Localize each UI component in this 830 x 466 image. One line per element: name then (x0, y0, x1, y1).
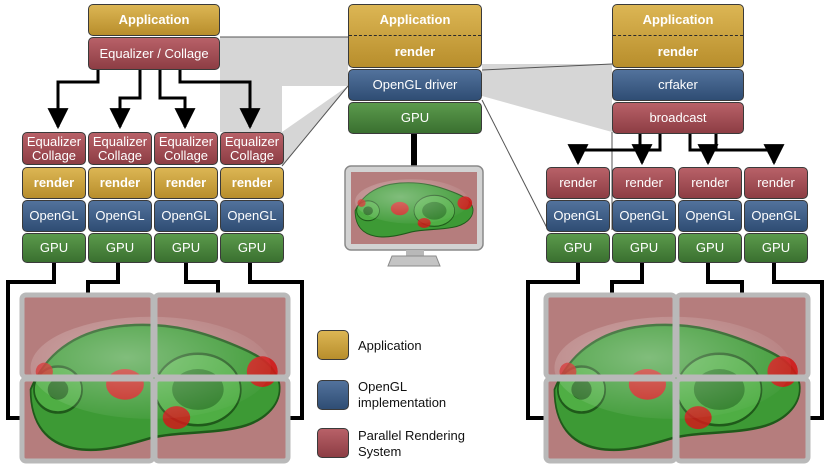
node-render-label: render (559, 175, 597, 190)
legend-application-swatch (317, 330, 349, 360)
center-opengl-driver-box: OpenGL driver (348, 69, 482, 101)
left-node-3-render-box: render (154, 167, 218, 199)
left-application-box: Application (88, 4, 220, 36)
legend-application-label: Application (358, 338, 422, 353)
left-node-3-gpu-box: GPU (154, 233, 218, 263)
right-render-label: render (613, 35, 743, 67)
center-gpu-label: GPU (400, 110, 430, 125)
right-crfaker-label: crfaker (658, 77, 698, 92)
left-tiled-display (19, 292, 291, 464)
node-opengl-label: OpenGL (751, 208, 801, 223)
legend-prs-line2: System (358, 444, 402, 459)
node-opengl-label: OpenGL (685, 208, 735, 223)
right-application-title: Application (642, 12, 714, 27)
center-opengl-driver-label: OpenGL driver (372, 77, 458, 92)
node-opengl-label: OpenGL (553, 208, 603, 223)
node-gpu-label: GPU (563, 240, 593, 255)
node-eq-line1: Equalizer (224, 133, 280, 149)
node-gpu-label: GPU (629, 240, 659, 255)
right-node-1-gpu-box: GPU (546, 233, 610, 263)
legend-opengl-line2: implementation (358, 395, 447, 410)
node-eq-line1: Equalizer (158, 133, 214, 149)
right-node-2-render-box: render (612, 167, 676, 199)
node-eq-line2: Collage (229, 147, 275, 163)
left-node-1-equalizer-box: Equalizer Collage (22, 132, 86, 165)
node-gpu-label: GPU (761, 240, 791, 255)
legend-prs-label: Parallel Rendering System (358, 428, 465, 460)
right-node-1-render-box: render (546, 167, 610, 199)
center-gpu-box: GPU (348, 102, 482, 134)
node-eq-line1: Equalizer (92, 133, 148, 149)
node-opengl-label: OpenGL (227, 208, 277, 223)
node-render-label: render (165, 175, 207, 190)
left-node-1-render-box: render (22, 167, 86, 199)
center-application-box: Application render (348, 4, 482, 68)
node-opengl-label: OpenGL (619, 208, 669, 223)
node-gpu-label: GPU (39, 240, 69, 255)
left-node-4-equalizer-box: Equalizer Collage (220, 132, 284, 165)
right-node-4-opengl-box: OpenGL (744, 200, 808, 232)
node-eq-line1: Equalizer (26, 133, 82, 149)
left-node-1-opengl-box: OpenGL (22, 200, 86, 232)
left-node-4-opengl-box: OpenGL (220, 200, 284, 232)
monitor-icon (344, 165, 484, 267)
node-gpu-label: GPU (695, 240, 725, 255)
right-broadcast-box: broadcast (612, 102, 744, 134)
node-eq-line2: Collage (97, 147, 143, 163)
left-node-2-gpu-box: GPU (88, 233, 152, 263)
left-node-2-opengl-box: OpenGL (88, 200, 152, 232)
node-render-label: render (625, 175, 663, 190)
legend-prs-line1: Parallel Rendering (358, 428, 465, 443)
right-node-3-opengl-box: OpenGL (678, 200, 742, 232)
right-node-2-opengl-box: OpenGL (612, 200, 676, 232)
left-equalizer-collage-box: Equalizer / Collage (88, 37, 220, 70)
right-node-3-render-box: render (678, 167, 742, 199)
legend-opengl-line1: OpenGL (358, 379, 408, 394)
left-node-3-opengl-box: OpenGL (154, 200, 218, 232)
right-broadcast-label: broadcast (649, 110, 707, 125)
right-node-3-gpu-box: GPU (678, 233, 742, 263)
node-render-label: render (33, 175, 75, 190)
node-opengl-label: OpenGL (29, 208, 79, 223)
node-render-label: render (691, 175, 729, 190)
legend-opengl-label: OpenGL implementation (358, 379, 446, 411)
right-application-box: Application render (612, 4, 744, 68)
left-node-2-equalizer-box: Equalizer Collage (88, 132, 152, 165)
center-application-title: Application (379, 12, 451, 27)
right-tiled-display (543, 292, 811, 464)
left-equalizer-collage-label: Equalizer / Collage (99, 45, 209, 61)
node-eq-line2: Collage (163, 147, 209, 163)
right-node-2-gpu-box: GPU (612, 233, 676, 263)
center-render-label: render (349, 35, 481, 67)
left-node-4-render-box: render (220, 167, 284, 199)
node-gpu-label: GPU (237, 240, 267, 255)
left-node-1-gpu-box: GPU (22, 233, 86, 263)
left-node-4-gpu-box: GPU (220, 233, 284, 263)
node-opengl-label: OpenGL (161, 208, 211, 223)
right-node-4-render-box: render (744, 167, 808, 199)
legend-opengl-swatch (317, 380, 349, 410)
right-node-4-gpu-box: GPU (744, 233, 808, 263)
node-render-label: render (231, 175, 273, 190)
right-node-1-opengl-box: OpenGL (546, 200, 610, 232)
node-render-label: render (757, 175, 795, 190)
node-gpu-label: GPU (171, 240, 201, 255)
node-eq-line2: Collage (31, 147, 77, 163)
node-opengl-label: OpenGL (95, 208, 145, 223)
left-node-2-render-box: render (88, 167, 152, 199)
left-node-3-equalizer-box: Equalizer Collage (154, 132, 218, 165)
node-render-label: render (99, 175, 141, 190)
legend-prs-swatch (317, 428, 349, 458)
right-crfaker-box: crfaker (612, 69, 744, 101)
node-gpu-label: GPU (105, 240, 135, 255)
left-application-label: Application (118, 12, 190, 27)
